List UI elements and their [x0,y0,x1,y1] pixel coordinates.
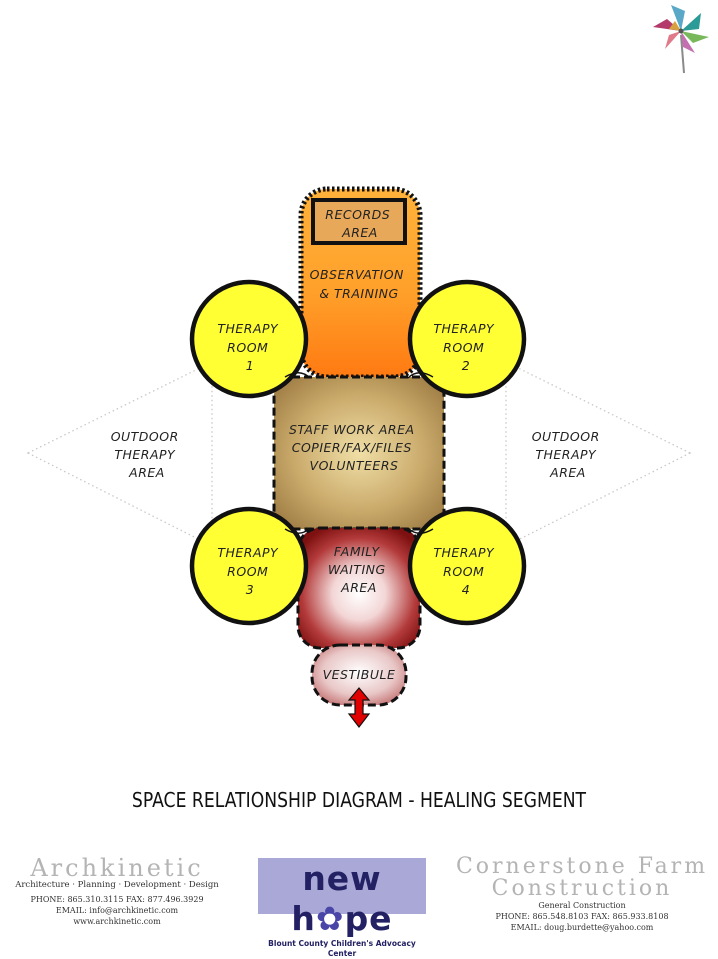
new-hope-wordmark-right: pe [344,899,393,938]
overlap-arc [407,372,434,379]
outdoor-area-left-outline [26,360,213,548]
therapy-room-3-label: THERAPY ROOM 3 [217,545,282,597]
archkinetic-name: Archkinetic [30,854,204,882]
outdoor-therapy-area-left-label: OUTDOOR THERAPY AREA [111,429,184,480]
overlap-arc [284,527,311,534]
space-relationship-diagram: RECORDS AREA OBSERVATION & TRAINING STAF… [26,5,709,728]
staff-work-area-label: STAFF WORK AREA COPIER/FAX/FILES VOLUNTE… [289,422,419,473]
therapy-room-1-label: THERAPY ROOM 1 [217,321,282,373]
archkinetic-web: www.archkinetic.com [73,917,161,926]
diagram-title: SPACE RELATIONSHIP DIAGRAM - HEALING SEG… [131,788,587,812]
cornerstone-name-line1: Cornerstone Farm [455,854,709,879]
outdoor-therapy-area-right-label: OUTDOOR THERAPY AREA [532,429,605,480]
therapy-room-4-label: THERAPY ROOM 4 [433,545,498,597]
entry-arrow-icon [347,687,371,728]
therapy-room-2-zone [407,279,527,399]
vestibule-label: VESTIBULE [323,667,396,682]
flower-icon: ✿ [315,899,345,938]
cornerstone-phone: PHONE: 865.548.8103 FAX: 865.933.8108 [495,912,669,921]
therapy-room-1-zone [189,279,309,399]
records-area-label: RECORDS AREA [325,207,394,240]
new-hope-subtitle: Blount County Children's Advocacy Center [268,939,416,958]
cornerstone-name-line2: Construction [491,876,673,901]
overlap-arc [407,527,434,534]
outdoor-area-right-outline [505,360,692,548]
archkinetic-email: EMAIL: info@archkinetic.com [55,906,179,915]
cornerstone-service: General Construction [538,901,626,910]
overlap-arc [284,372,311,379]
therapy-room-4-zone [407,506,527,626]
therapy-room-3-zone [189,506,309,626]
cornerstone-credit: Cornerstone Farm Construction General Co… [446,856,718,933]
therapy-room-2-label: THERAPY ROOM 2 [433,321,498,373]
archkinetic-credit: Archkinetic Architecture · Planning · De… [0,856,234,927]
archkinetic-tagline: Architecture · Planning · Development · … [15,880,219,890]
cornerstone-email: EMAIL: doug.burdette@yahoo.com [510,923,654,932]
new-hope-logo: new h✿pe Blount County Children's Advoca… [258,858,426,958]
pinwheel-icon [653,5,709,74]
archkinetic-phone: PHONE: 865.310.3115 FAX: 877.496.3929 [30,895,204,904]
family-waiting-area-label: FAMILY WAITING AREA [328,544,390,595]
new-hope-wordmark: new h✿pe [258,859,426,939]
observation-training-label: OBSERVATION & TRAINING [310,267,409,301]
records-area-zone [311,198,407,245]
